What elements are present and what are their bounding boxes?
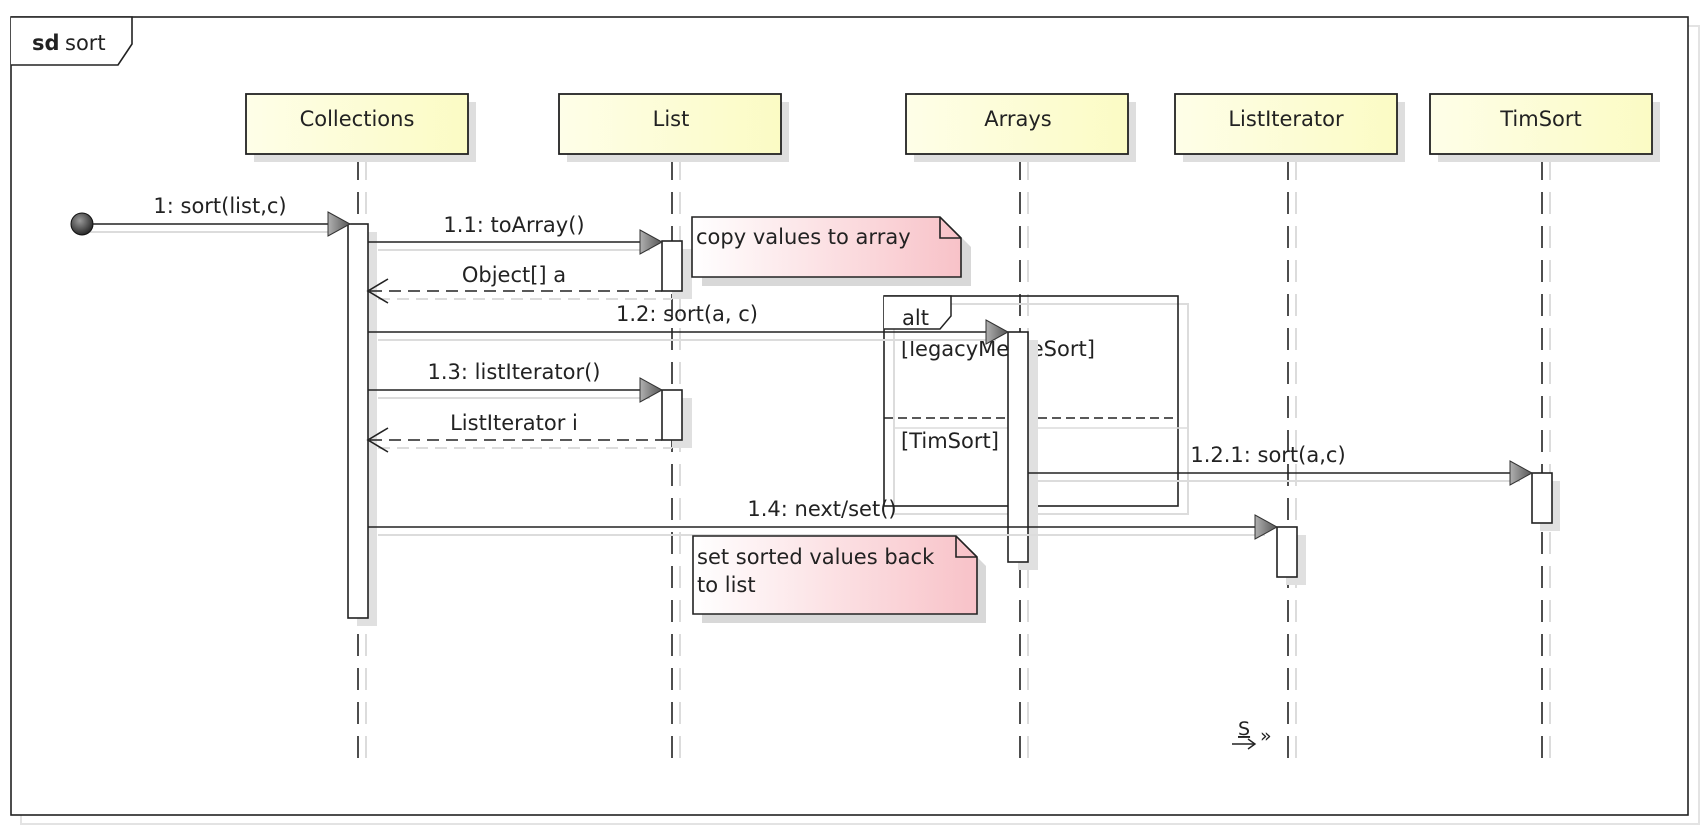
found-message-dot [70, 212, 94, 236]
message-next-set-label: 1.4: next/set() [747, 497, 896, 521]
return-object-array-label: Object[] a [462, 263, 566, 287]
message-sort-list-c[interactable]: 1: sort(list,c) [70, 194, 352, 237]
activation-timsort [1531, 472, 1553, 524]
note-copy-values[interactable]: copy values to array [691, 216, 971, 286]
lifeline-listiterator-label: ListIterator [1228, 107, 1344, 131]
frame-keyword: sd [32, 31, 60, 55]
return-listiterator-label: ListIterator i [450, 411, 578, 435]
lifeline-list-label: List [653, 107, 690, 131]
message-next-set[interactable]: 1.4: next/set() [368, 497, 1279, 540]
activation-collections [347, 223, 369, 619]
note-set-sorted-values[interactable]: set sorted values back to list [692, 535, 986, 623]
activation-listiterator [1276, 526, 1298, 578]
return-listiterator[interactable]: ListIterator i [366, 411, 672, 453]
corner-mark-suffix: » [1260, 725, 1272, 747]
lifeline-listiterator[interactable]: ListIterator [1174, 93, 1405, 162]
note-copy-values-text: copy values to array [696, 225, 911, 249]
return-object-array[interactable]: Object[] a [366, 263, 672, 304]
message-listiterator[interactable]: 1.3: listIterator() [368, 360, 664, 403]
lifeline-collections[interactable]: Collections [245, 93, 476, 162]
frame-name: sort [65, 31, 106, 55]
activation-arrays [1007, 331, 1029, 563]
lifeline-list[interactable]: List [558, 93, 789, 162]
message-sort-a-c[interactable]: 1.2: sort(a, c) [368, 302, 1010, 345]
lifeline-timsort[interactable]: TimSort [1429, 93, 1660, 162]
lifeline-collections-label: Collections [300, 107, 415, 131]
s-arrow-icon: S » [1232, 718, 1272, 750]
lifeline-timsort-label: TimSort [1499, 107, 1582, 131]
lifeline-arrays-label: Arrays [984, 107, 1052, 131]
message-toarray-label: 1.1: toArray() [443, 213, 584, 237]
alt-fragment: alt [legacyMergeSort] [TimSort] [883, 295, 1189, 515]
alt-guard-timsort: [TimSort] [901, 429, 999, 453]
message-timsort-sort-label: 1.2.1: sort(a,c) [1190, 443, 1345, 467]
lifeline-arrays[interactable]: Arrays [905, 93, 1136, 162]
corner-mark-letter: S [1238, 718, 1250, 740]
message-toarray[interactable]: 1.1: toArray() [368, 213, 664, 255]
message-sort-list-c-label: 1: sort(list,c) [153, 194, 286, 218]
alt-operator: alt [902, 306, 929, 330]
message-timsort-sort[interactable]: 1.2.1: sort(a,c) [1028, 443, 1534, 486]
note-set-sorted-line1: set sorted values back [697, 545, 935, 569]
activation-list-listiterator [661, 389, 683, 441]
activation-list-toarray [661, 240, 683, 292]
note-set-sorted-line2: to list [697, 573, 756, 597]
message-sort-a-c-label: 1.2: sort(a, c) [616, 302, 758, 326]
message-listiterator-label: 1.3: listIterator() [428, 360, 601, 384]
